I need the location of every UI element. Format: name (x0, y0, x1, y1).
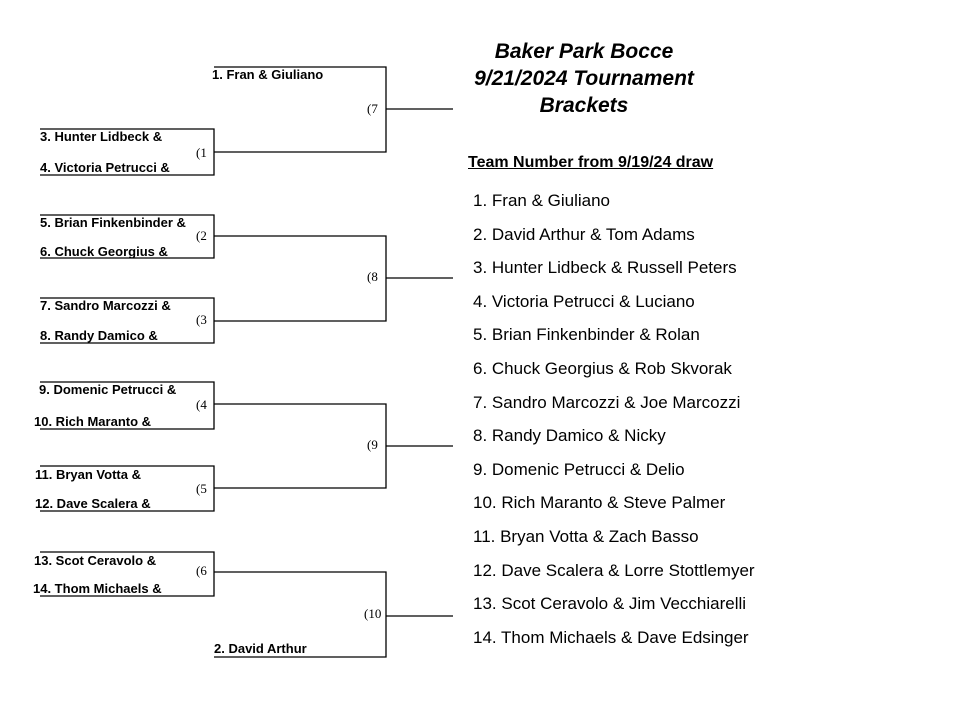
team-list-item: 12. Dave Scalera & Lorre Stottlemyer (473, 560, 755, 580)
bracket-entry-team-2: 2. David Arthur (214, 641, 307, 656)
bracket-entry-team-11: 11. Bryan Votta & (35, 467, 141, 482)
game-number-8: (8 (367, 269, 378, 284)
game-number-10: (10 (364, 606, 382, 621)
team-list-item: 3. Hunter Lidbeck & Russell Peters (473, 258, 737, 278)
team-list-heading: Team Number from 9/19/24 draw (468, 154, 714, 171)
team-list-item: 9. Domenic Petrucci & Delio (473, 459, 685, 479)
team-list-item: 6. Chuck Georgius & Rob Skvorak (473, 358, 732, 378)
bracket-line-game-9 (214, 403, 453, 489)
team-list-item: 5. Brian Finkenbinder & Rolan (473, 325, 700, 345)
page-title: Baker Park Bocce 9/21/2024 Tournament Br… (455, 38, 713, 119)
game-number-2: (2 (196, 228, 207, 243)
bracket-line-game-8 (214, 235, 453, 322)
bracket-line-game-7 (214, 66, 453, 153)
team-list: 1. Fran & Giuliano 2. David Arthur & Tom… (473, 190, 755, 660)
team-list-item: 13. Scot Ceravolo & Jim Vecchiarelli (473, 594, 747, 614)
game-number-4: (4 (196, 397, 207, 412)
bracket-entry-team-6: 6. Chuck Georgius & (40, 244, 168, 259)
bracket-entry-team-8: 8. Randy Damico & (40, 328, 158, 343)
title-line-3: Brackets (539, 94, 629, 117)
game-number-7: (7 (367, 101, 378, 116)
game-number-5: (5 (196, 481, 207, 496)
bracket-entry-team-5: 5. Brian Finkenbinder & (40, 215, 186, 230)
game-number-1: (1 (196, 145, 207, 160)
bracket-entry-team-1: 1. Fran & Giuliano (212, 67, 324, 82)
game-number-9: (9 (367, 437, 378, 452)
bracket-entry-team-14: 14. Thom Michaels & (33, 581, 162, 596)
bracket-entry-team-9: 9. Domenic Petrucci & (39, 382, 177, 397)
title-line-1: Baker Park Bocce (494, 40, 674, 63)
title-line-2: 9/21/2024 Tournament (474, 67, 694, 90)
bracket-line-game-4 (40, 381, 215, 430)
team-list-item: 10. Rich Maranto & Steve Palmer (473, 493, 726, 513)
bracket-entry-team-13: 13. Scot Ceravolo & (34, 553, 157, 568)
team-list-item: 14. Thom Michaels & Dave Edsinger (473, 627, 749, 647)
team-list-item: 1. Fran & Giuliano (473, 191, 611, 210)
bracket-entry-team-10: 10. Rich Maranto & (34, 414, 152, 429)
bracket-entry-team-12: 12. Dave Scalera & (35, 496, 151, 511)
team-list-item: 2. David Arthur & Tom Adams (473, 224, 695, 244)
game-number-3: (3 (196, 312, 207, 327)
game-number-6: (6 (196, 563, 207, 578)
bracket-entry-team-3: 3. Hunter Lidbeck & (40, 129, 163, 144)
bracket-entry-team-4: 4. Victoria Petrucci & (40, 160, 170, 175)
bracket-entry-team-7: 7. Sandro Marcozzi & (40, 298, 171, 313)
team-list-item: 8. Randy Damico & Nicky (473, 426, 666, 446)
team-list-item: 7. Sandro Marcozzi & Joe Marcozzi (473, 392, 741, 412)
bracket-line-game-6 (40, 551, 215, 597)
team-list-item: 11. Bryan Votta & Zach Basso (473, 526, 699, 546)
team-list-item: 4. Victoria Petrucci & Luciano (473, 291, 695, 311)
bracket-line-game-10 (214, 571, 453, 658)
